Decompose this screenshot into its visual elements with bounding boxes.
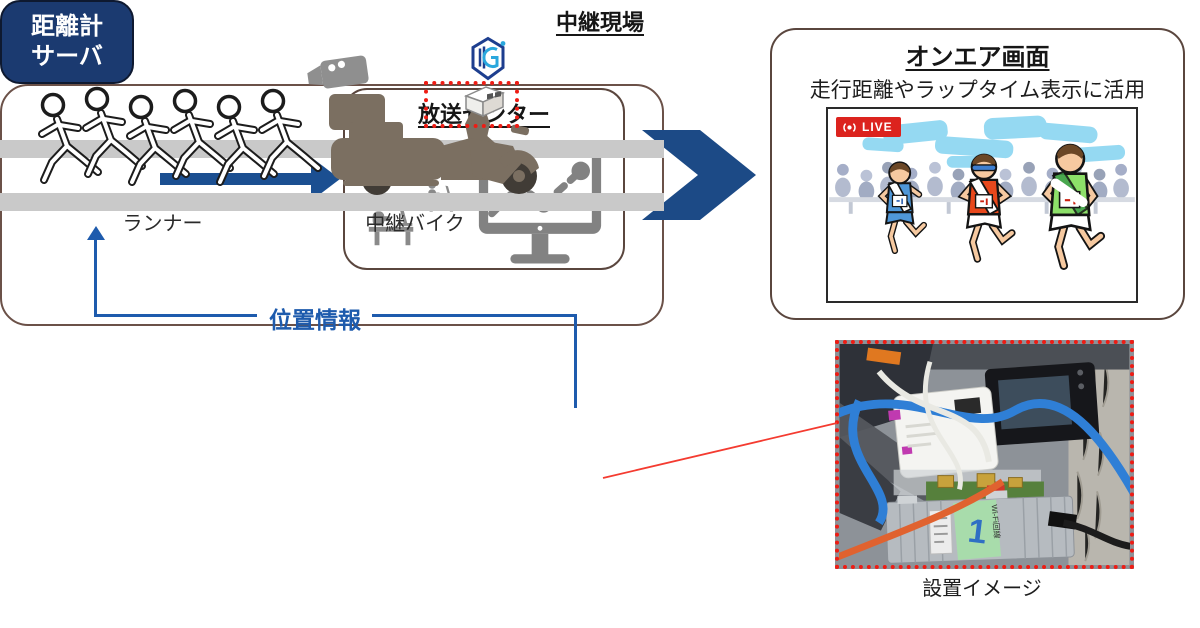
distance-server-box: 距離計 サーバ	[0, 0, 134, 84]
runner-green	[1041, 143, 1106, 270]
runner-orange	[957, 153, 1016, 263]
live-badge: LIVE	[836, 117, 901, 137]
onair-broadcast-image: LIVE	[826, 107, 1138, 303]
road-stripe	[0, 193, 664, 211]
installation-photo-illustration: 1 Wi-Fi回線	[839, 344, 1130, 565]
onair-screen-box: オンエア画面 走行距離やラップタイム表示に活用	[770, 28, 1185, 320]
gps-device-icon	[463, 86, 506, 118]
relay-motorcycle-icon	[329, 94, 539, 195]
broadcast-icon	[843, 122, 856, 132]
position-info-label: 位置情報	[269, 307, 361, 333]
callout-line	[602, 422, 838, 479]
relay-bike-label: 中継バイク	[365, 213, 465, 235]
video-camera-icon	[307, 55, 369, 89]
runners-label: ランナー	[122, 213, 203, 235]
server-label-line1: 距離計	[31, 13, 103, 40]
live-label: LIVE	[862, 120, 893, 134]
flow-arrowhead-up	[87, 226, 105, 240]
flow-line-horizontal-left	[94, 314, 257, 317]
tape-number: 1	[966, 513, 989, 552]
broadcast-to-onair-chevron	[642, 130, 756, 220]
stick-runners-group	[32, 86, 332, 190]
relay-site-box: 中継現場	[0, 10, 664, 326]
marathon-runners-illustration	[829, 115, 1135, 270]
installation-caption: 設置イメージ	[922, 578, 1042, 600]
gps-highlight-box	[424, 81, 519, 128]
onair-title: オンエア画面	[905, 44, 1050, 71]
flow-line-vertical-left	[94, 239, 97, 316]
flow-line-horizontal-right	[372, 314, 577, 317]
tape-label: Wi-Fi回線	[990, 504, 1003, 539]
onair-subtitle: 走行距離やラップタイム表示に活用	[809, 79, 1146, 102]
installation-photo: 1 Wi-Fi回線	[835, 340, 1134, 569]
server-label-line2: サーバ	[31, 43, 103, 70]
runner-blue	[877, 161, 928, 254]
flow-line-vertical-right	[574, 314, 577, 408]
